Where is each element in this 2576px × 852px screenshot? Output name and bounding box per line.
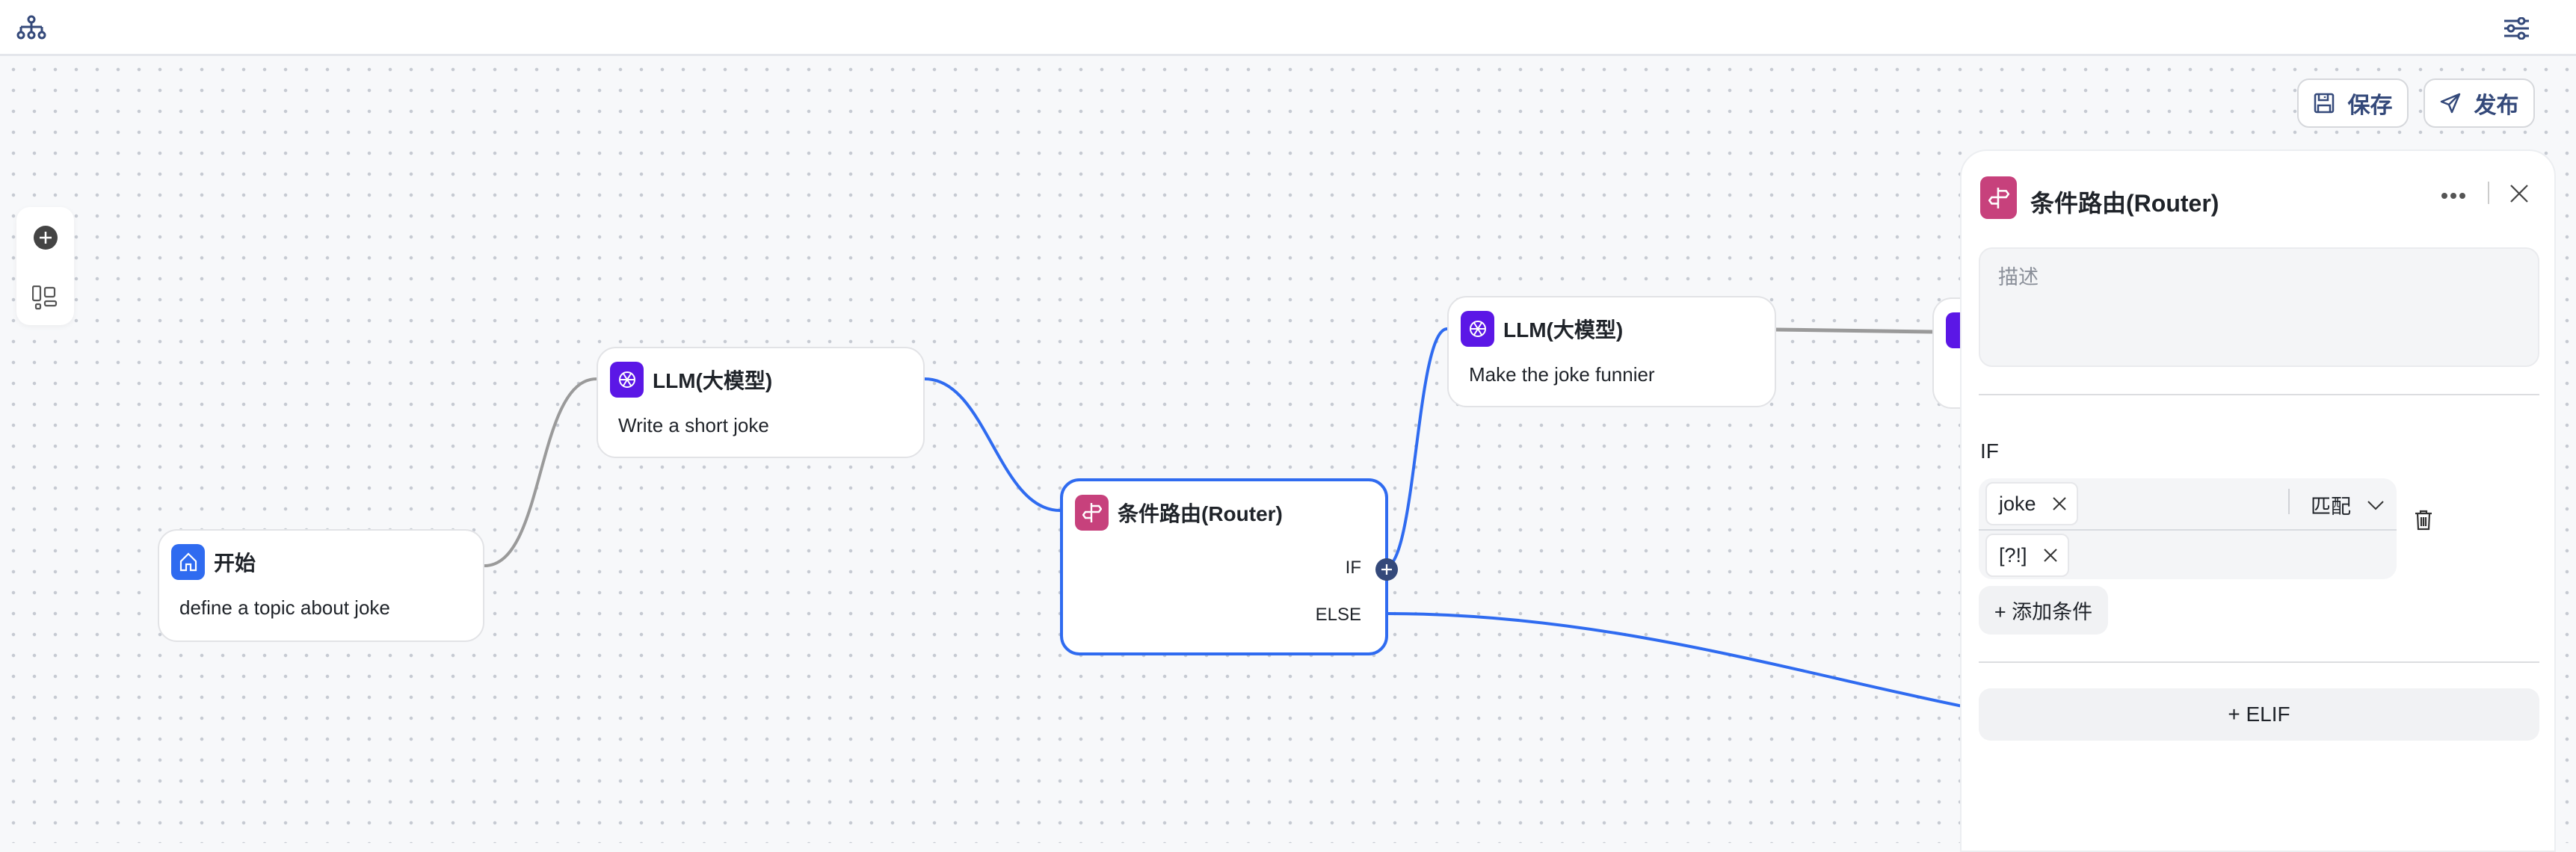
node-llm-2[interactable]: LLM(大模型) Make the joke funnier xyxy=(1447,296,1776,407)
if-label: IF xyxy=(1980,439,1999,463)
home-icon xyxy=(171,544,205,580)
save-icon xyxy=(2314,93,2334,114)
condition-box: joke 匹配 [?!] xyxy=(1979,478,2397,579)
add-node-icon[interactable] xyxy=(33,225,58,250)
divider xyxy=(1979,661,2539,663)
value-tag[interactable]: [?!] xyxy=(1985,534,2069,577)
node-start[interactable]: 开始 define a topic about joke xyxy=(158,529,484,642)
chevron-down-icon xyxy=(2367,500,2384,510)
openai-icon xyxy=(610,362,644,398)
node-title: 开始 xyxy=(214,552,256,575)
save-button[interactable]: 保存 xyxy=(2297,78,2409,128)
signpost-icon xyxy=(1075,495,1109,531)
node-title: LLM(大模型) xyxy=(1503,318,1624,342)
if-port-label: IF xyxy=(1345,558,1361,578)
operator-value: 匹配 xyxy=(2311,496,2351,518)
router-config-panel: 条件路由(Router) 描述 IF joke 匹配 [?!] + 添加条件 +… xyxy=(1960,149,2556,852)
more-icon[interactable] xyxy=(2441,190,2466,199)
publish-button[interactable]: 发布 xyxy=(2424,78,2535,128)
node-router[interactable]: 条件路由(Router) IF ELSE xyxy=(1060,478,1398,655)
edge-llm1-router xyxy=(924,377,1061,512)
node-description: define a topic about joke xyxy=(179,596,390,619)
edge-router-if-llm2 xyxy=(1384,327,1448,569)
edge-llm2-llm3 xyxy=(1775,327,1933,334)
node-title: 条件路由(Router) xyxy=(1118,502,1283,525)
add-condition-button[interactable]: + 添加条件 xyxy=(1979,586,2108,635)
top-bar xyxy=(0,0,2576,56)
trash-icon[interactable] xyxy=(2415,510,2432,534)
hierarchy-icon[interactable] xyxy=(16,13,46,43)
operator-select[interactable]: 匹配 xyxy=(2311,490,2384,519)
save-label: 保存 xyxy=(2347,93,2393,118)
header-divider xyxy=(2488,182,2489,204)
edge-router-else xyxy=(1387,612,1974,710)
match-value: [?!] xyxy=(1999,543,2027,567)
openai-icon xyxy=(1461,311,1494,347)
add-elif-button[interactable]: + ELIF xyxy=(1979,688,2539,741)
add-branch-handle[interactable] xyxy=(1375,558,1398,581)
node-description: Make the joke funnier xyxy=(1469,363,1655,386)
description-input[interactable]: 描述 xyxy=(1979,247,2539,367)
layout-icon[interactable] xyxy=(31,285,58,312)
variable-tag[interactable]: joke xyxy=(1985,482,2078,525)
node-description: Write a short joke xyxy=(618,414,769,436)
node-llm-1[interactable]: LLM(大模型) Write a short joke xyxy=(597,347,925,458)
divider xyxy=(1979,394,2539,395)
variable-name: joke xyxy=(1999,492,2036,515)
panel-title: 条件路由(Router) xyxy=(2030,190,2219,217)
edge-start-llm1 xyxy=(484,377,597,567)
signpost-icon xyxy=(1980,176,2017,219)
publish-label: 发布 xyxy=(2474,93,2519,118)
send-icon xyxy=(2440,93,2460,114)
remove-icon[interactable] xyxy=(2043,549,2057,562)
close-icon[interactable] xyxy=(2509,184,2529,203)
sliders-icon[interactable] xyxy=(2501,13,2531,43)
node-title: LLM(大模型) xyxy=(653,369,773,392)
remove-icon[interactable] xyxy=(2052,497,2066,510)
else-port-label: ELSE xyxy=(1315,605,1361,625)
canvas-toolbar xyxy=(16,207,74,325)
